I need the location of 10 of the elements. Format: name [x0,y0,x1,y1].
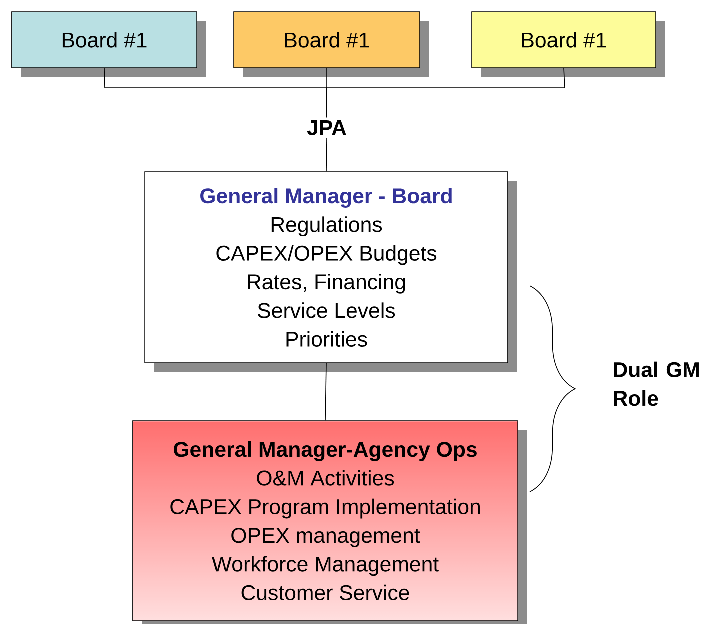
role-box: General Manager-Agency Ops O&M Activities CAPEX Program Implementation OPEX management Workforce Management Customer Service [132,420,527,624]
connector-line [326,68,566,118]
board-box: Board #1 [12,12,206,77]
board-box: Board #1 [472,12,666,77]
connector-line [326,138,328,172]
connector-line [325,362,327,421]
role-box: General Manager - Board Regulations CAPEX/OPEX Budgets Rates, Financing Service Levels Priorities [144,172,517,372]
junction-label: JPA [307,120,346,136]
brace-label: Dual GM Role [614,362,699,406]
board-box: Board #1 [234,12,429,77]
